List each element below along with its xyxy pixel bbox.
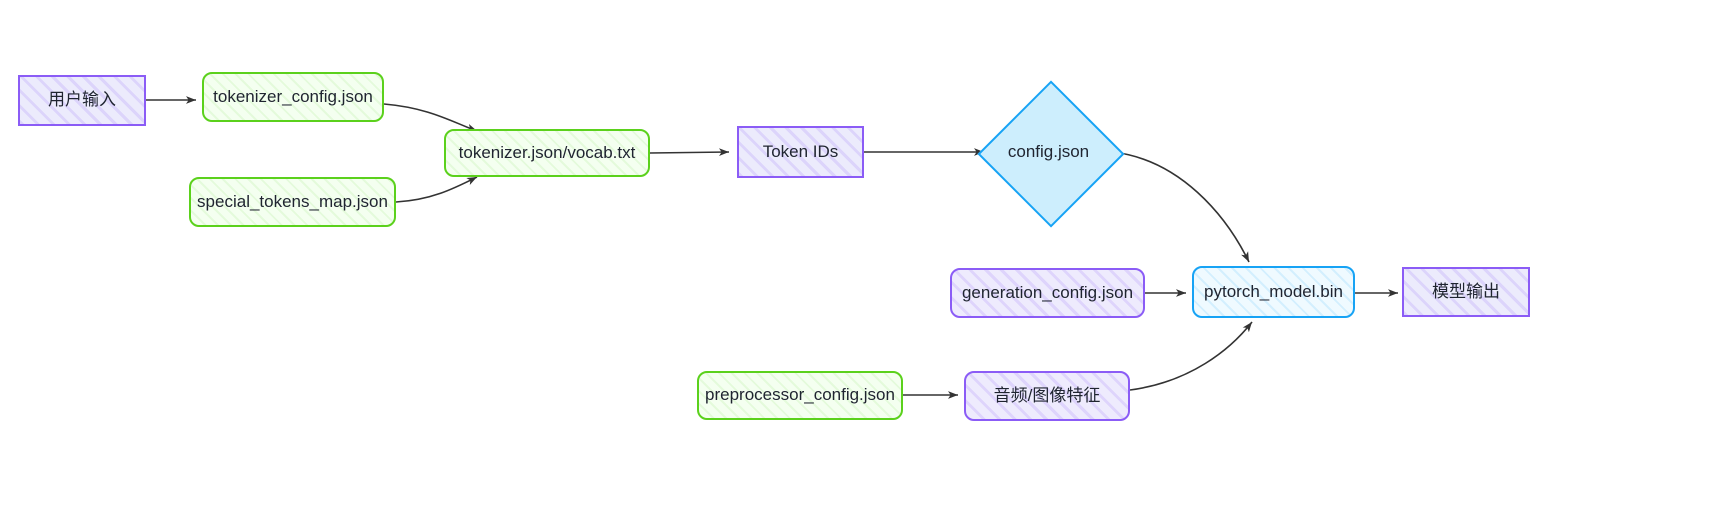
edge-special-tokens-map-to-tokenizer-vocab (395, 176, 478, 203)
node-user-input[interactable]: 用户输入 (18, 75, 146, 126)
edge-tokenizer-config-to-tokenizer-vocab (383, 103, 478, 132)
node-special-tokens-map[interactable]: special_tokens_map.json (189, 177, 396, 227)
node-label: pytorch_model.bin (1204, 281, 1343, 301)
node-label: 音频/图像特征 (993, 385, 1101, 405)
node-pytorch-model[interactable]: pytorch_model.bin (1192, 266, 1355, 318)
node-label: preprocessor_config.json (705, 385, 895, 405)
node-label: tokenizer_config.json (213, 86, 373, 106)
node-label: special_tokens_map.json (197, 191, 388, 211)
edge-config-json-to-pytorch-model (1112, 151, 1250, 263)
edge-tokenizer-vocab-to-token-ids (649, 148, 730, 157)
node-label: 用户输入 (48, 90, 116, 110)
node-preprocessor-config[interactable]: preprocessor_config.json (697, 371, 903, 420)
node-label: Token IDs (762, 141, 839, 161)
node-label: config.json (1007, 142, 1090, 161)
node-generation-config[interactable]: generation_config.json (950, 268, 1145, 318)
node-model-output[interactable]: 模型输出 (1402, 267, 1530, 317)
node-tokenizer-config[interactable]: tokenizer_config.json (202, 72, 384, 122)
node-audio-image-feature[interactable]: 音频/图像特征 (964, 371, 1130, 421)
node-label: generation_config.json (961, 282, 1134, 302)
node-label: 模型输出 (1432, 281, 1500, 301)
edge-audio-image-feature-to-pytorch-model (1129, 321, 1253, 391)
node-label: tokenizer.json/vocab.txt (458, 142, 636, 162)
node-config-json[interactable]: config.json (976, 80, 1125, 228)
node-tokenizer-vocab[interactable]: tokenizer.json/vocab.txt (444, 129, 650, 177)
node-token-ids[interactable]: Token IDs (737, 126, 864, 178)
